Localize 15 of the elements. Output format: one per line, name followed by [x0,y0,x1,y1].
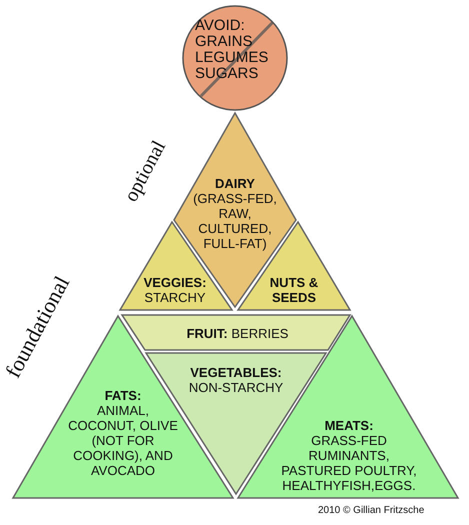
section-heading: AVOID: [195,18,246,34]
section-heading: VEGGIES: [142,275,208,290]
section-heading: FATS: [104,388,142,403]
section-heading: MEATS: [324,418,374,433]
section-heading: NUTS & SEEDS [268,275,320,305]
copyright-note: 2010 © Gillian Fritzsche [318,505,424,516]
section-heading: DAIRY [214,176,256,191]
section-heading: FRUIT: BERRIES [186,326,290,341]
section-heading: VEGETABLES: [189,365,283,380]
section-text: GRASS-FED RUMINANTS, PASTURED POULTRY, HEALTHYFISH,EGGS. [280,433,418,493]
section-text: (GRASS-FED, RAW, CULTURED, FULL-FAT) [192,191,278,251]
section-text: NON-STARCHY [188,380,284,395]
section-text: ANIMAL, COCONUT, OLIVE (NOT FOR COOKING), AND AVOCADO [67,403,179,478]
section-text: GRAINS LEGUMES SUGARS [195,34,270,82]
section-text: STARCHY [143,290,207,305]
